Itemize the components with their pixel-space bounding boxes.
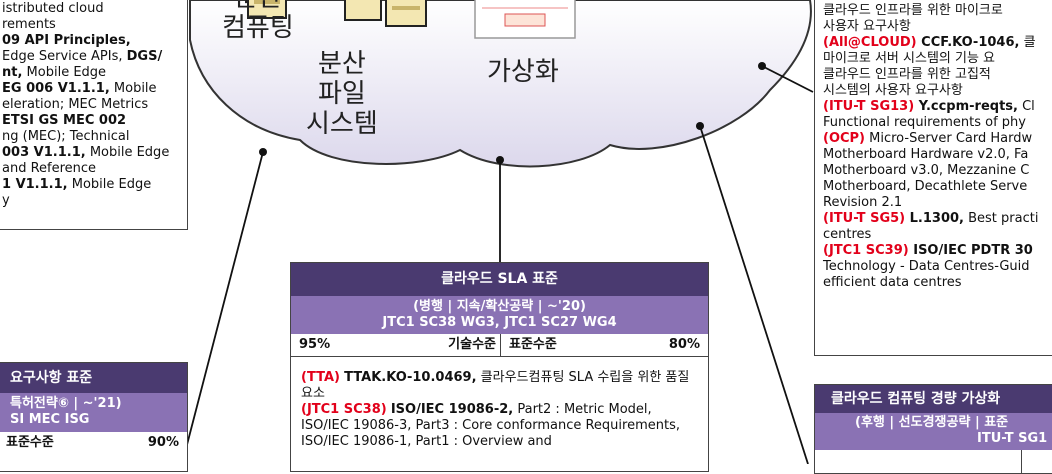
box-line: and Reference	[2, 161, 97, 176]
box-title: 요구사항 표준	[0, 363, 187, 393]
level-label: 표준수준	[6, 435, 54, 450]
box-line: Functional requirements of phy	[823, 115, 1026, 130]
box-line: Technology - Data Centres-Guid	[823, 259, 1030, 274]
connector-dot	[758, 62, 766, 70]
virtualization-diagram-icon	[474, 0, 576, 39]
connector-right-bottom	[699, 125, 809, 464]
box-line: (OCP) Micro-Server Card Hardw	[823, 131, 1033, 146]
box-line: (All@CLOUD) CCF.KO-1046, 클	[823, 35, 1036, 50]
connector-dot	[259, 148, 267, 156]
cloud-sla-standards-box: 클라우드 SLA 표준 (병행 | 지속/확산공략 | ~'20) JTC1 S…	[290, 262, 709, 472]
box-line: (ITU-T SG5) L.1300, Best practi	[823, 211, 1039, 226]
box-subtitle: (후행 | 선도경쟁공략 | 표준 ITU-T SG1	[815, 413, 1052, 450]
right-bottom-standards-box: 클라우드 컴퓨팅 경량 가상화 (후행 | 선도경쟁공략 | 표준 ITU-T …	[814, 384, 1052, 474]
standard-item: (JTC1 SC38) ISO/IEC 19086-2, Part2 : Met…	[301, 402, 680, 449]
box-line: centres	[823, 227, 872, 242]
box-title: 클라우드 컴퓨팅 경량 가상화	[815, 385, 1052, 413]
box-line: 09 API Principles,	[2, 33, 131, 48]
box-line: eleration; MEC Metrics	[2, 97, 149, 112]
connector-left-bottom	[181, 151, 264, 464]
box-line: ng (MEC); Technical	[2, 129, 130, 144]
left-top-standards-box: istributed cloud rements 09 API Principl…	[0, 0, 188, 230]
box-line: y	[2, 193, 10, 208]
box-line: Revision 2.1	[823, 195, 903, 210]
tech-level-value: 95%	[299, 337, 331, 352]
box-subtitle: (병행 | 지속/확산공략 | ~'20) JTC1 SC38 WG3, JTC…	[291, 296, 708, 334]
level-divider	[1021, 450, 1022, 473]
level-value: 90%	[147, 435, 179, 450]
cloud-label-computing: 분산 컴퓨팅	[222, 0, 294, 43]
connector-dot	[496, 156, 504, 164]
box-line: Motherboard Hardware v2.0, Fa	[823, 147, 1029, 162]
box-line: 1 V1.1.1, Mobile Edge	[2, 177, 152, 192]
cloud-diagram-canvas	[181, 0, 814, 464]
box-line: (ITU-T SG13) Y.ccpm-reqts, Cl	[823, 99, 1035, 114]
box-line: Motherboard, Decathlete Serve	[823, 179, 1028, 194]
level-row: 95% 기술수준 표준수준 80%	[291, 334, 708, 357]
cloud-shape	[189, 0, 812, 168]
box-line: rements	[2, 17, 56, 32]
cloud-label-virtualization: 가상화	[487, 57, 559, 87]
box-subtitle: 특허전략⑥ | ~'21) SI MEC ISG	[0, 393, 187, 432]
level-row: 표준수준 90%	[0, 432, 187, 454]
box-line: Edge Service APIs, DGS/	[2, 49, 163, 64]
box-line: (JTC1 SC39) ISO/IEC PDTR 30	[823, 243, 1033, 258]
sla-standards-list: (TTA) TTAK.KO-10.0469, 클라우드컴퓨팅 SLA 수립을 위…	[291, 357, 708, 450]
box-line: efficient data centres	[823, 275, 962, 290]
connector-dot	[696, 122, 704, 130]
cloud-label-filesystem: 분산 파일 시스템	[306, 49, 378, 139]
tech-level-label: 기술수준	[448, 337, 496, 352]
box-line: 003 V1.1.1, Mobile Edge	[2, 145, 170, 160]
level-row	[815, 450, 1052, 473]
std-level-label: 표준수준	[500, 334, 620, 356]
box-line: 클라우드 인프라를 위한 고집적	[823, 67, 991, 82]
standard-item: (TTA) TTAK.KO-10.0469, 클라우드컴퓨팅 SLA 수립을 위…	[301, 370, 690, 401]
box-line: EG 006 V1.1.1, Mobile	[2, 81, 157, 96]
box-line: 클라우드 인프라를 위한 마이크로	[823, 3, 1003, 18]
box-line: 사용자 요구사항	[823, 19, 911, 34]
server-icon-left	[247, 0, 287, 19]
box-line: istributed cloud	[2, 1, 104, 16]
connector-right-top	[761, 65, 814, 93]
box-line: nt, Mobile Edge	[2, 65, 107, 80]
box-line: 마이크로 서버 시스템의 기능 요	[823, 51, 996, 66]
box-line: Motherboard v3.0, Mezzanine C	[823, 163, 1030, 178]
std-level-value: 80%	[668, 337, 700, 352]
box-line: 시스템의 사용자 요구사항	[823, 83, 963, 98]
box-line: ETSI GS MEC 002	[2, 113, 127, 128]
server-icon-center	[344, 0, 427, 27]
box-title: 클라우드 SLA 표준	[291, 263, 708, 296]
left-bottom-standards-box: 요구사항 표준 특허전략⑥ | ~'21) SI MEC ISG 표준수준 90…	[0, 362, 188, 472]
right-top-standards-box: 클라우드 인프라를 위한 마이크로 사용자 요구사항 (All@CLOUD) C…	[814, 0, 1052, 356]
